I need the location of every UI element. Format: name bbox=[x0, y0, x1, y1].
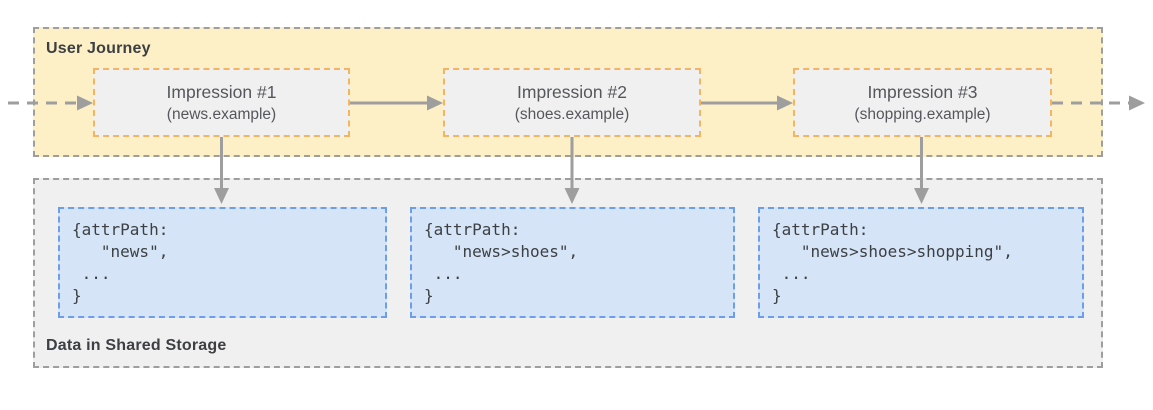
storage-entry-3-box: {attrPath: "news>shoes>shopping", ... } bbox=[758, 207, 1084, 318]
impression-2-box: Impression #2 (shoes.example) bbox=[443, 68, 701, 137]
storage-entry-3-code: {attrPath: "news>shoes>shopping", ... } bbox=[772, 220, 1013, 305]
storage-entry-2-box: {attrPath: "news>shoes", ... } bbox=[410, 207, 735, 318]
storage-entry-2-code: {attrPath: "news>shoes", ... } bbox=[424, 220, 579, 305]
impression-2-title: Impression #2 bbox=[517, 81, 627, 102]
impression-2-subtitle: (shoes.example) bbox=[514, 105, 630, 123]
shared-storage-label: Data in Shared Storage bbox=[46, 337, 227, 354]
user-journey-label: User Journey bbox=[46, 40, 151, 57]
storage-entry-1-code: {attrPath: "news", ... } bbox=[72, 220, 169, 305]
impression-1-title: Impression #1 bbox=[166, 81, 277, 102]
storage-entry-1-box: {attrPath: "news", ... } bbox=[58, 207, 387, 318]
impression-3-box: Impression #3 (shopping.example) bbox=[793, 68, 1052, 137]
impression-3-title: Impression #3 bbox=[867, 81, 978, 102]
impression-3-subtitle: (shopping.example) bbox=[854, 105, 991, 123]
impression-1-subtitle: (news.example) bbox=[166, 105, 277, 123]
impression-1-box: Impression #1 (news.example) bbox=[93, 68, 350, 137]
